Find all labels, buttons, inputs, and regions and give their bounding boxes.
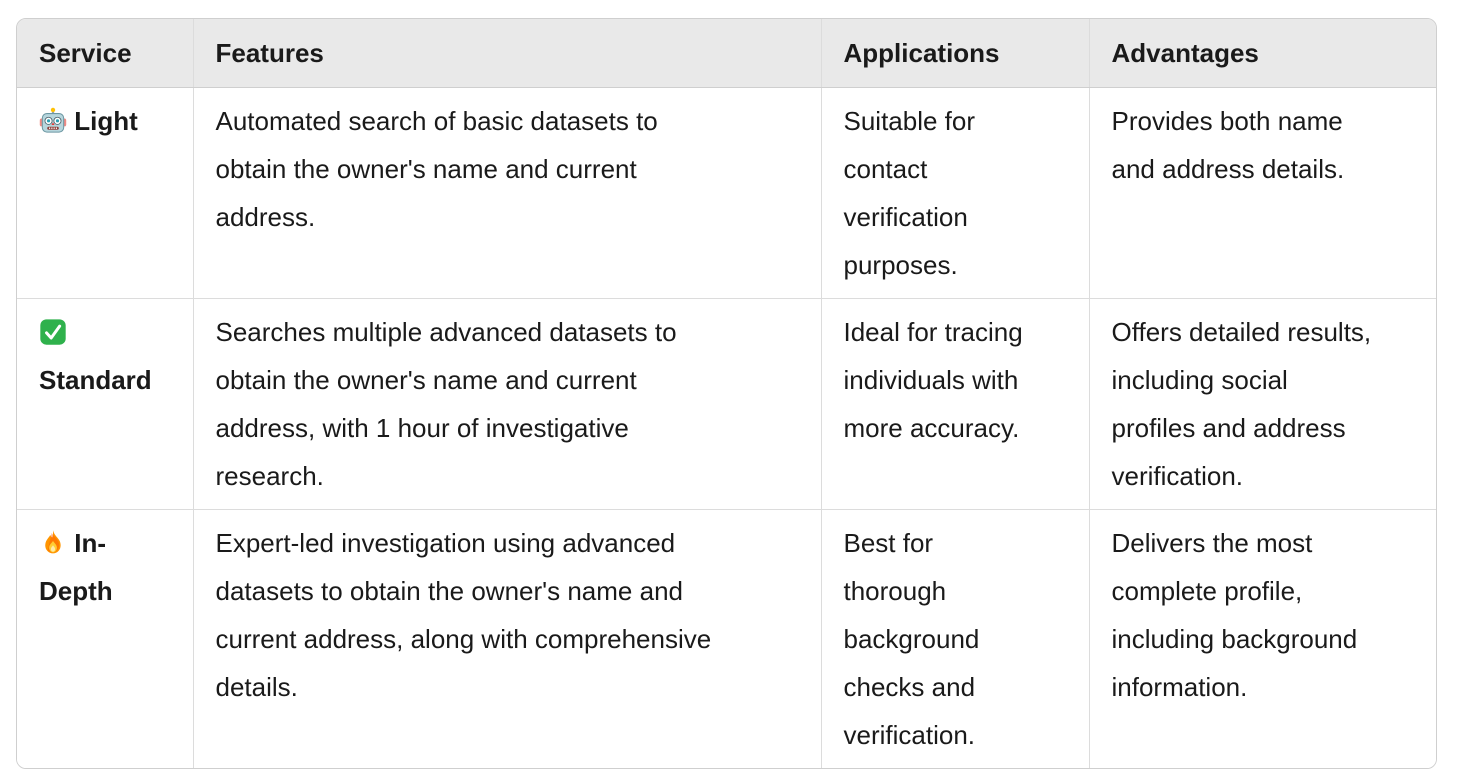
services-comparison-table: Service Features Applications Advantages…: [16, 18, 1437, 769]
features-cell: Searches multiple advanced datasets to o…: [193, 298, 822, 510]
service-name: In-Depth: [39, 527, 113, 606]
service-cell: Light: [17, 87, 194, 299]
service-name: Light: [74, 105, 138, 136]
service-cell: In-Depth: [17, 509, 194, 768]
advantages-cell: Provides both name and address details.: [1089, 87, 1436, 299]
features-cell: Expert-led investigation using advanced …: [193, 509, 822, 768]
advantages-cell: Offers detailed results, including socia…: [1089, 298, 1436, 510]
advantages-cell: Delivers the most complete profile, incl…: [1089, 509, 1436, 768]
robot-icon: [39, 107, 67, 135]
check-icon: [39, 318, 67, 346]
table-body: Light Automated search of basic datasets…: [17, 87, 1436, 768]
table-row: In-Depth Expert-led investigation using …: [17, 509, 1436, 768]
service-name: Standard: [39, 364, 152, 395]
features-cell: Automated search of basic datasets to ob…: [193, 87, 822, 299]
column-header-features: Features: [193, 19, 822, 88]
applications-cell: Ideal for tracing individuals with more …: [821, 298, 1090, 510]
table-header: Service Features Applications Advantages: [17, 19, 1436, 88]
table-row: Light Automated search of basic datasets…: [17, 87, 1436, 299]
fire-icon: [39, 529, 67, 557]
service-cell: Standard: [17, 298, 194, 510]
table-row: Standard Searches multiple advanced data…: [17, 298, 1436, 510]
applications-cell: Suitable for contact verification purpos…: [821, 87, 1090, 299]
table: Service Features Applications Advantages…: [17, 19, 1436, 768]
applications-cell: Best for thorough background checks and …: [821, 509, 1090, 768]
column-header-service: Service: [17, 19, 194, 88]
column-header-applications: Applications: [821, 19, 1090, 88]
table-header-row: Service Features Applications Advantages: [17, 19, 1436, 88]
column-header-advantages: Advantages: [1089, 19, 1436, 88]
